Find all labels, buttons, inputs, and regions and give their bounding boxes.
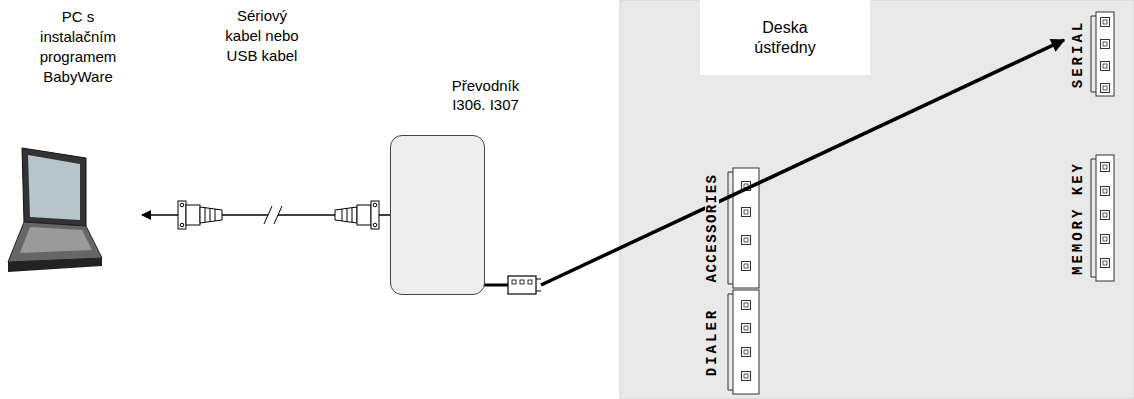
connector-label: ACCESSORIES [705, 173, 719, 284]
pc-caption: PC s instalačním programem BabyWare [23, 7, 133, 87]
converter-node: Převodník I306. I307 [388, 76, 548, 300]
db9-connector [178, 201, 222, 229]
laptop-icon [8, 148, 102, 272]
converter-plug [480, 276, 541, 294]
dialer-pin-header [728, 290, 759, 394]
converter-box [390, 135, 485, 295]
connector-label: DIALER [705, 307, 719, 377]
converter-heading: Převodník I306. I307 [438, 76, 533, 114]
connector-label: SERIAL [1071, 19, 1085, 89]
board-title: Deska ústředny [735, 18, 835, 58]
serial-pin-header [1091, 12, 1114, 96]
memory-key-pin-header [1091, 155, 1114, 281]
dialer-header: DIALER [698, 290, 726, 394]
cable-break [264, 206, 282, 224]
board-label-box: Deska ústředny [700, 0, 870, 75]
accessories-header: ACCESSORIES [698, 168, 726, 288]
pc-node: PC s instalačním programem BabyWare [5, 5, 140, 285]
serial-header: SERIAL [1066, 8, 1090, 100]
connection-arrow [541, 40, 1064, 285]
board-panel [620, 0, 1134, 399]
cable-label: Sériový kabel nebo USB kabel [218, 6, 306, 66]
connector-label: MEMORY KEY [1071, 159, 1085, 275]
db9-connector [335, 201, 379, 229]
memory-key-header: MEMORY KEY [1066, 150, 1090, 285]
